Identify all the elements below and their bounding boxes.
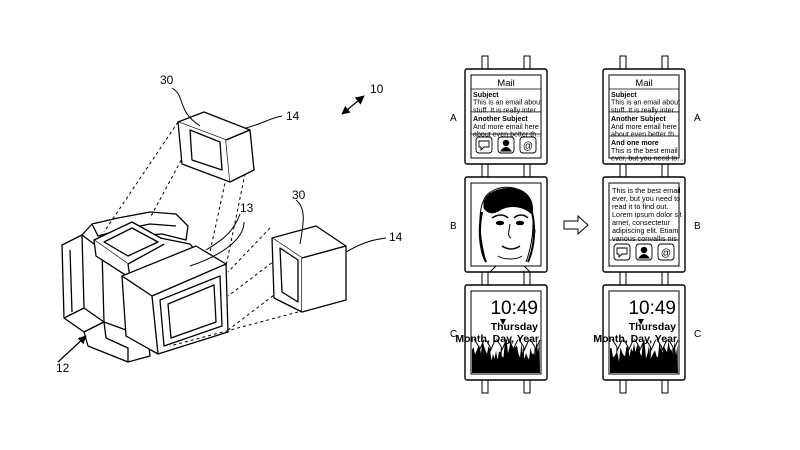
ref-14-upper: 14: [286, 109, 300, 123]
ref-10: 10: [370, 82, 384, 96]
ref-30-right: 30: [292, 188, 306, 202]
detached-module-right: [271, 225, 347, 313]
mail-preview-line: about even better th...: [611, 131, 680, 139]
at-sign-icon[interactable]: @: [657, 243, 675, 261]
tree-branch: [518, 338, 530, 374]
mail-preview-line: This is an email about: [611, 99, 680, 107]
clock-time-left: 10:49: [490, 298, 538, 319]
tree-silhouette-right: [610, 338, 679, 374]
tree-silhouette-left: [472, 337, 541, 374]
at-sign-icon[interactable]: @: [519, 136, 537, 154]
clock-time-right: 10:49: [628, 298, 676, 319]
email-body-line: This is the best email: [612, 186, 681, 195]
email-body-line: ever, but you need to: [612, 194, 680, 203]
email-body-line: amet, consectetur: [612, 218, 671, 227]
mail-preview-line: This is an email about: [473, 99, 542, 107]
face-photo-left: [478, 186, 536, 273]
mail-subject: Another Subject: [611, 115, 666, 123]
svg-text:@: @: [523, 141, 533, 152]
mail-subject: And one more: [611, 139, 659, 147]
contact-person-icon[interactable]: [635, 243, 653, 261]
clock-day-right: Thursday: [629, 321, 676, 333]
mail-preview-line: ever, but you need to...: [611, 155, 683, 163]
row-label-c-left: C: [450, 329, 457, 340]
tree-branch: [507, 338, 519, 374]
reference-leader-lines: [171, 87, 387, 267]
modular-wrist-device-drawing: [57, 87, 387, 363]
ref-12: 12: [56, 361, 70, 375]
main-watch-body: [121, 245, 229, 355]
tree-branch: [633, 338, 645, 374]
action-icon-row-right: @: [613, 243, 675, 261]
clock-marker-right: [638, 319, 644, 325]
chat-bubble-icon[interactable]: [613, 243, 631, 261]
mail-preview-line: stuff. It is really inter...: [611, 106, 679, 114]
tree-branch: [611, 338, 623, 374]
mail-subject: Another Subject: [473, 115, 528, 123]
action-icon-row-left: @: [475, 136, 537, 154]
svg-text:@: @: [661, 248, 671, 259]
wrist-band-left-link: [61, 234, 105, 333]
contact-person-icon[interactable]: [497, 136, 515, 154]
tree-branch: [656, 338, 668, 374]
ref-30-upper: 30: [160, 73, 174, 87]
ref-14-right: 14: [389, 230, 403, 244]
clock-date-right: Month, Day, Year: [593, 333, 677, 345]
clock-day-left: Thursday: [491, 321, 538, 333]
clock-screen-right: 10:49 Thursday Month, Day, Year: [593, 298, 679, 374]
tree-branch: [667, 338, 679, 374]
tree-branch: [529, 338, 541, 374]
display-states-drawing: A B C A B C: [450, 55, 701, 394]
detached-module-upper: [177, 111, 255, 183]
mail-subject: Subject: [611, 91, 637, 99]
email-body-line: Lorem ipsum dolor sit: [612, 210, 682, 219]
clock-screen-left: 10:49 Thursday Month, Day, Year: [455, 298, 541, 374]
email-body-line: adipiscing elit. Etiam: [612, 226, 679, 235]
row-label-b-left: B: [450, 221, 457, 232]
tree-branch: [473, 338, 485, 374]
mail-preview-line: about even better th...: [473, 131, 542, 139]
mail-preview-line: And more email here: [473, 123, 539, 131]
row-label-c-right: C: [694, 329, 701, 340]
row-label-a-right: A: [694, 113, 701, 124]
tree-branch: [484, 338, 496, 374]
mail-preview-line: stuff. It is really inter...: [473, 106, 541, 114]
mail-header-right: Mail: [635, 78, 652, 89]
email-body-line: read it to find out.: [612, 202, 668, 211]
row-label-a-left: A: [450, 113, 457, 124]
reference-numerals: 30 10 14 30 13 14 12: [56, 73, 403, 375]
tree-branch: [495, 338, 507, 374]
mail-header-left: Mail: [497, 78, 514, 89]
transition-arrow: [563, 214, 589, 236]
ref-13: 13: [240, 201, 254, 215]
clock-date-left: Month, Day, Year: [455, 333, 539, 345]
mail-preview-line: This is the best email: [611, 147, 678, 155]
chat-bubble-icon[interactable]: [475, 136, 493, 154]
mail-subject: Subject: [473, 91, 499, 99]
row-label-b-right: B: [694, 221, 701, 232]
mail-preview-line: And more email here: [611, 123, 677, 131]
tree-branch: [645, 338, 657, 374]
email-body-line: various convallis nis: [612, 234, 677, 243]
wrist-band-bottom-link: [83, 321, 151, 363]
clock-marker-left: [500, 319, 506, 325]
tree-branch: [622, 338, 634, 374]
